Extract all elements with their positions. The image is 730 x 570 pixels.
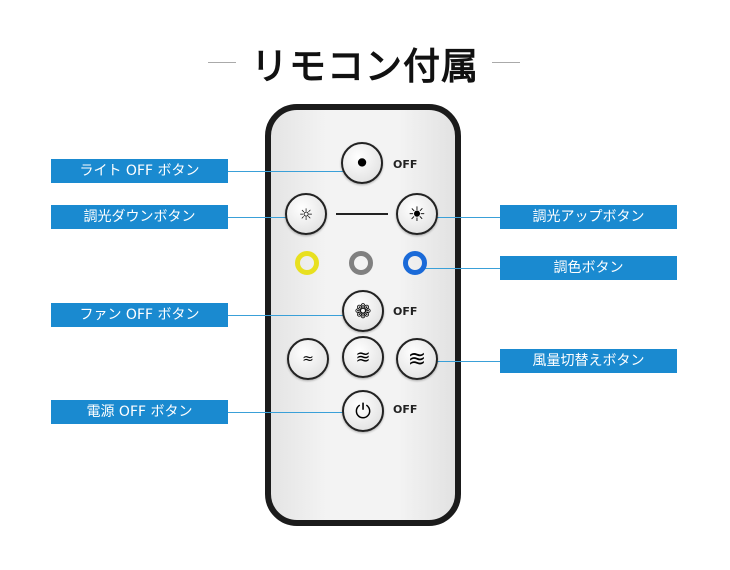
callout-fan-off: ファン OFF ボタン [51,303,228,327]
leader-line [228,217,296,218]
off-label: OFF [393,158,418,171]
callout-wind: 風量切替えボタン [500,349,677,373]
callout-dim-up: 調光アップボタン [500,205,677,229]
divider [208,62,236,63]
off-label: OFF [393,305,418,318]
wind-mid-icon: ≋ [355,346,371,368]
dim-down-button[interactable]: ☼ [285,193,327,235]
divider [492,62,520,63]
power-off-button[interactable]: ⏻ [342,390,384,432]
neutral-color-button[interactable] [349,251,373,275]
leader-line [426,217,500,218]
wind-high-icon: ≋ [407,346,427,372]
leader-line [434,361,500,362]
cool-color-button[interactable] [403,251,427,275]
wind-mid-button[interactable]: ≋ [342,336,384,378]
sun-bright-icon: ☀ [408,202,426,226]
power-icon: ⏻ [355,399,371,423]
wind-low-button[interactable]: ≈ [287,338,329,380]
bulb-icon: ⚫ [354,152,370,174]
divider [336,213,388,215]
light-off-button[interactable]: ⚫ [341,142,383,184]
fan-off-button[interactable]: ❁ [342,290,384,332]
sun-dim-icon: ☼ [298,204,314,224]
callout-power-off: 電源 OFF ボタン [51,400,228,424]
callout-color: 調色ボタン [500,256,677,280]
leader-line [228,412,343,413]
callout-dim-down: 調光ダウンボタン [51,205,228,229]
leader-line [228,315,343,316]
dim-up-button[interactable]: ☀ [396,193,438,235]
page-title: リモコン付属 [251,45,479,88]
leader-line [228,171,343,172]
wind-high-button[interactable]: ≋ [396,338,438,380]
fan-icon: ❁ [354,299,372,323]
callout-light-off: ライト OFF ボタン [51,159,228,183]
off-label: OFF [393,403,418,416]
leader-line [424,268,500,269]
wind-low-icon: ≈ [302,351,314,367]
warm-color-button[interactable] [295,251,319,275]
